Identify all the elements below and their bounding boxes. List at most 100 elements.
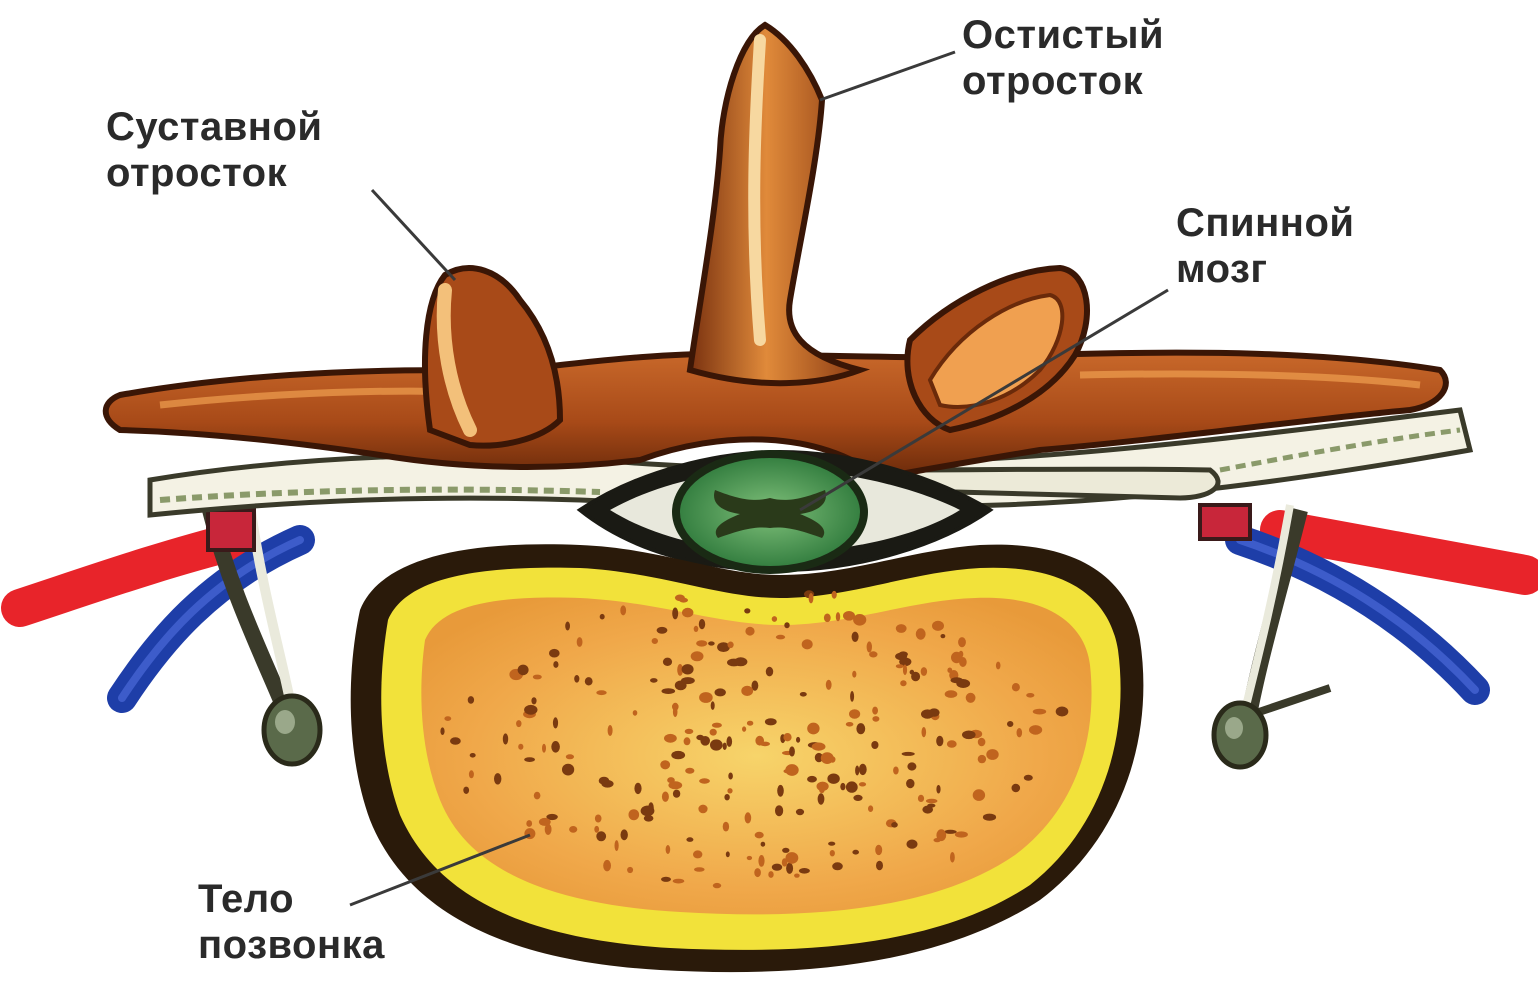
- bone-pore: [679, 598, 688, 603]
- bone-pore: [682, 664, 694, 674]
- bone-pore: [910, 670, 915, 675]
- bone-pore: [754, 868, 761, 877]
- bone-pore: [836, 612, 840, 621]
- bone-pore: [531, 697, 536, 704]
- bone-pore: [463, 787, 469, 794]
- bone-pore: [872, 707, 878, 715]
- bone-pore: [818, 793, 825, 804]
- bone-pore: [936, 736, 943, 747]
- bone-pore: [755, 736, 764, 746]
- bone-pore: [853, 795, 862, 801]
- bone-pore: [694, 867, 705, 872]
- bone-pore: [817, 782, 829, 791]
- bone-pore: [782, 848, 789, 853]
- bone-pore: [694, 626, 699, 632]
- bone-pore: [710, 739, 723, 750]
- bone-pore: [698, 805, 707, 814]
- bone-pore: [574, 675, 579, 683]
- bone-pore: [524, 757, 535, 762]
- bone-pore: [608, 725, 613, 736]
- bone-pore: [710, 729, 717, 736]
- bone-pore: [875, 845, 882, 855]
- bone-pore: [867, 641, 872, 652]
- bone-pore: [699, 619, 705, 629]
- bone-pore: [1007, 721, 1013, 727]
- bone-pore: [685, 729, 694, 734]
- label-spinous-line1: Остистый: [962, 12, 1164, 58]
- bone-pore: [668, 781, 682, 789]
- bone-pore: [1012, 683, 1020, 691]
- bone-pore: [789, 746, 795, 756]
- bone-pore: [859, 782, 866, 786]
- bone-pore: [596, 831, 606, 841]
- bone-pore: [932, 621, 944, 631]
- label-body-line2: позвонка: [198, 922, 385, 968]
- bone-pore: [832, 862, 843, 870]
- leader-articular: [372, 190, 455, 280]
- bone-pore: [470, 753, 476, 758]
- bone-pore: [503, 733, 508, 744]
- bone-pore: [918, 795, 924, 802]
- bone-pore: [852, 850, 859, 855]
- bone-pore: [978, 738, 986, 747]
- bone-pore: [926, 799, 938, 804]
- bone-pore: [799, 868, 810, 874]
- bone-pore: [966, 693, 976, 703]
- bone-pore: [634, 783, 641, 794]
- bone-pore: [542, 744, 546, 753]
- bone-pore: [934, 838, 941, 842]
- bone-pore: [807, 723, 819, 735]
- bone-pore: [468, 696, 474, 704]
- bone-pore: [673, 790, 680, 798]
- bone-pore: [469, 770, 474, 778]
- bone-pore: [660, 760, 670, 769]
- spinous-process: [690, 25, 860, 383]
- bone-pore: [524, 705, 537, 715]
- label-articular-line2: отросток: [106, 150, 323, 196]
- label-vertebral-body: Тело позвонка: [198, 876, 385, 968]
- bone-pore: [807, 776, 817, 783]
- bone-pore: [812, 743, 826, 751]
- bone-pore: [758, 855, 764, 867]
- leader-spinous: [820, 52, 955, 100]
- bone-pore: [796, 737, 800, 743]
- bone-pore: [671, 751, 685, 759]
- label-body-line1: Тело: [198, 876, 385, 922]
- bone-pore: [922, 727, 927, 737]
- bone-pore: [809, 593, 814, 603]
- bone-pore: [832, 591, 837, 599]
- bone-pore: [727, 788, 732, 793]
- bone-pore: [772, 864, 782, 871]
- bone-pore: [747, 856, 752, 860]
- bone-pore: [1033, 709, 1046, 715]
- bone-pore: [794, 874, 800, 878]
- bone-pore: [633, 710, 638, 716]
- bone-pore: [786, 852, 799, 864]
- bone-pore: [723, 822, 729, 832]
- bone-pore: [745, 627, 754, 636]
- bone-pore: [673, 879, 685, 884]
- bone-pore: [534, 792, 541, 800]
- bone-pore: [621, 829, 628, 840]
- bone-pore: [945, 690, 958, 698]
- bone-pore: [950, 852, 955, 863]
- bone-pore: [951, 677, 963, 683]
- bone-pore: [849, 709, 860, 718]
- bone-pore: [615, 840, 619, 851]
- bone-pore: [577, 637, 583, 647]
- bone-pore: [708, 641, 715, 645]
- bone-pore: [686, 837, 693, 842]
- bone-pore: [828, 842, 835, 846]
- bone-pore: [699, 778, 710, 783]
- bone-pore: [1029, 725, 1042, 735]
- bone-pore: [850, 691, 854, 702]
- bone-pore: [855, 766, 859, 776]
- bone-pore: [700, 736, 710, 746]
- bone-pore: [852, 632, 859, 642]
- bone-pore: [868, 805, 873, 812]
- bone-pore: [772, 616, 777, 622]
- bone-pore: [723, 743, 727, 750]
- bone-pore: [869, 651, 877, 657]
- bone-pore: [711, 701, 715, 710]
- bone-pore: [562, 764, 574, 776]
